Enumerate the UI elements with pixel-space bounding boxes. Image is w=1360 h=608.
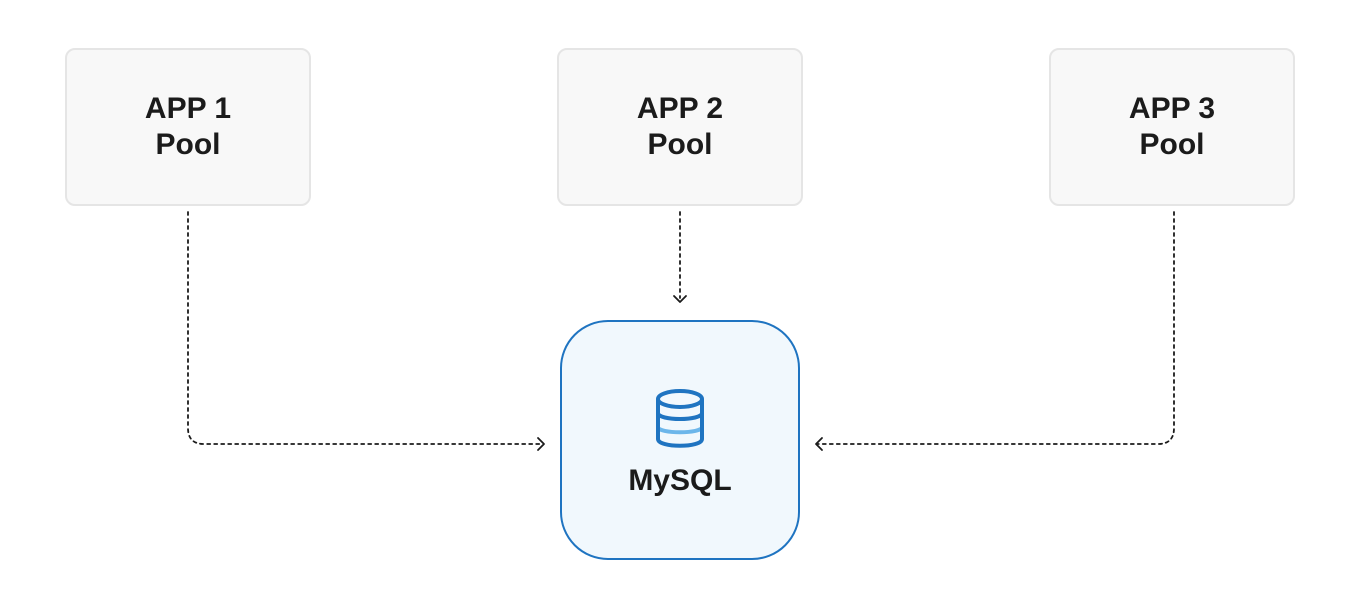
app-1-title: APP 1 [144,92,232,125]
arrowhead-app1 [537,437,545,451]
app-2-pool-node: APP 2 Pool [557,48,803,206]
app-1-subtitle: Pool [155,128,221,161]
database-icon [656,389,704,448]
connector-app1-to-mysql [187,211,543,445]
arrowhead-app3 [815,437,823,451]
app-2-subtitle: Pool [647,128,713,161]
app-3-title: APP 3 [1128,92,1216,125]
app-2-title: APP 2 [636,92,724,125]
app-1-pool-node: APP 1 Pool [65,48,311,206]
mysql-label: MySQL [628,464,732,497]
app-3-pool-node: APP 3 Pool [1049,48,1295,206]
arrowhead-app2 [673,295,687,303]
mysql-node: MySQL [560,320,800,560]
app-3-subtitle: Pool [1139,128,1205,161]
connector-app3-to-mysql [817,211,1175,445]
